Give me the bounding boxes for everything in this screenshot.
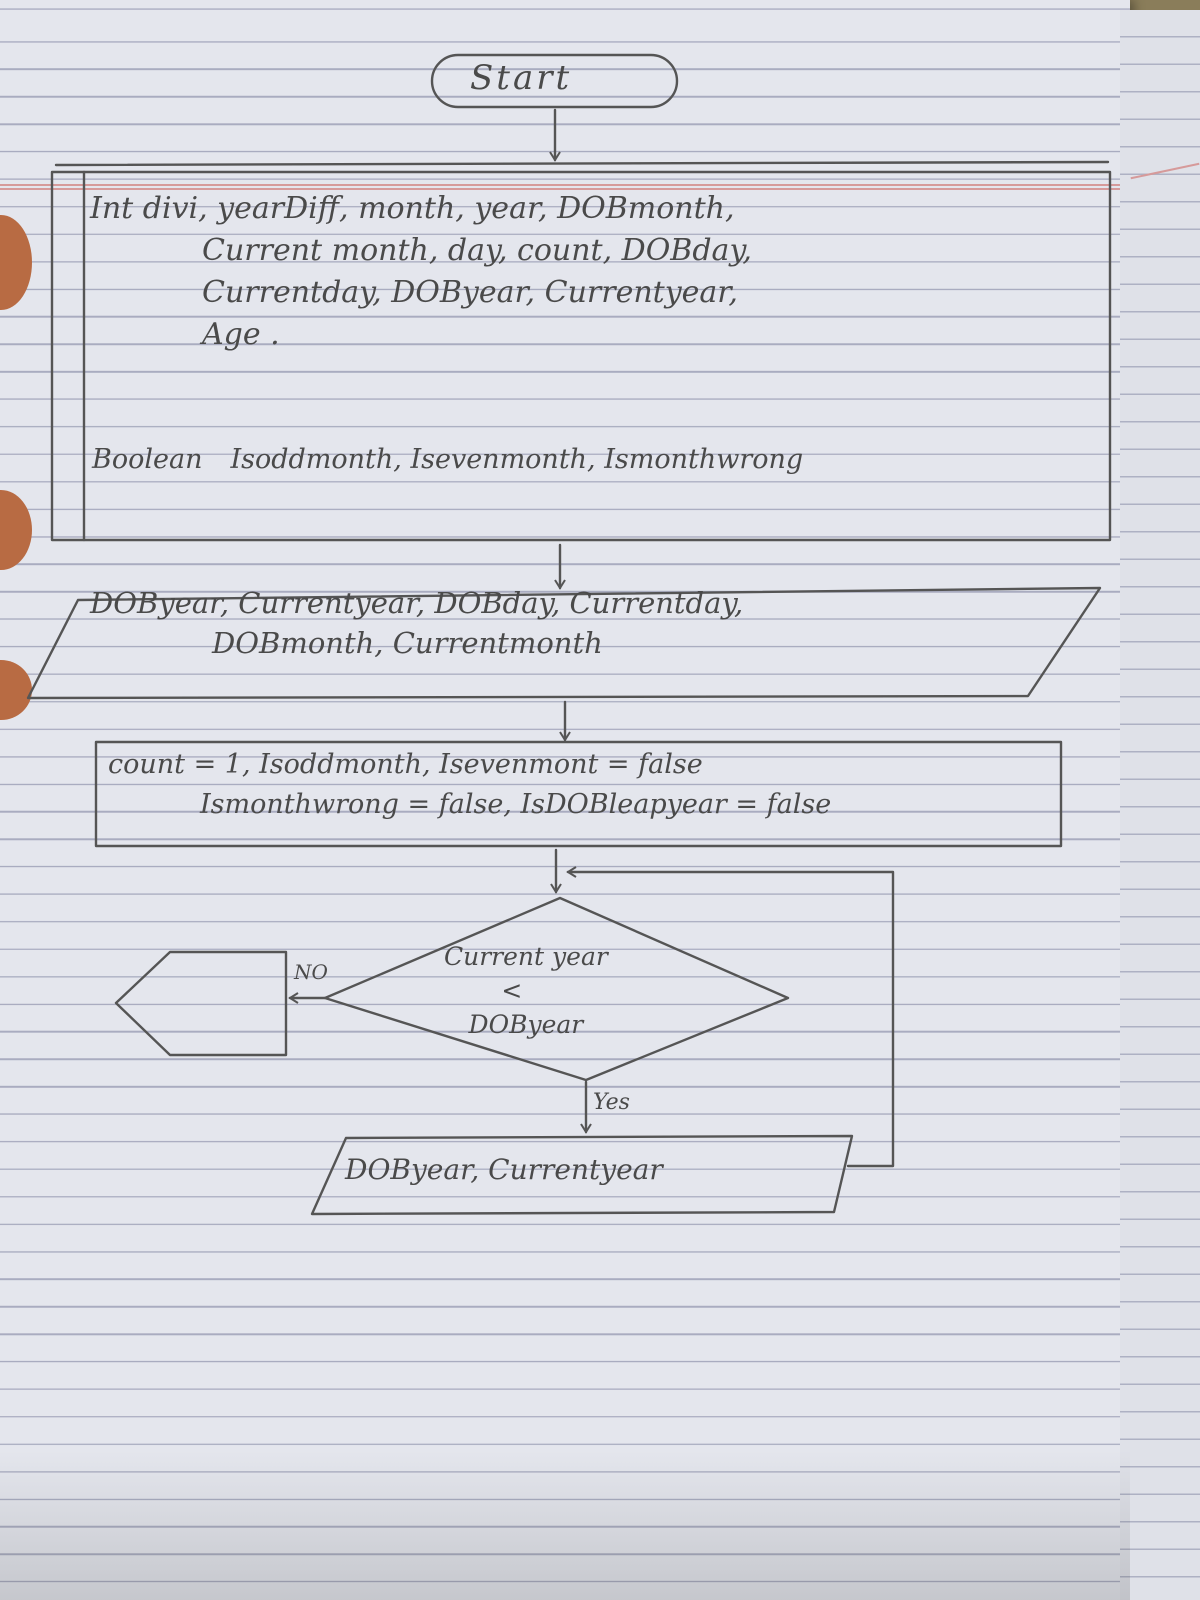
- boolean-keyword: Boolean: [92, 444, 203, 475]
- declaration-line: Currentday, DOByear, Currentyear,: [202, 275, 738, 310]
- decision-diamond: [323, 896, 790, 1082]
- output-parallelogram: [310, 1134, 854, 1216]
- declaration-line: Current month, day, count, DOBday,: [202, 233, 752, 268]
- declaration-block: [50, 170, 1112, 542]
- declaration-line: Age .: [202, 317, 280, 352]
- declaration-line: Int divi, yearDiff, month, year, DOBmont…: [90, 191, 735, 226]
- yes-label: Yes: [593, 1090, 630, 1115]
- loop-back-arrow: [566, 866, 895, 1168]
- start-terminator: [430, 53, 679, 109]
- condition-operand: DOByear: [468, 1010, 584, 1039]
- init-line: Ismonthwrong = false, IsDOBleapyear = fa…: [200, 789, 832, 820]
- page-shadow: [0, 1450, 1130, 1600]
- start-label: Start: [470, 58, 573, 98]
- declaration-boolean-text: Boolean Isoddmonth, Isevenmonth, Ismonthw…: [92, 444, 831, 475]
- init-text: count = 1, Isoddmonth, Isevenmont = fals…: [108, 745, 831, 825]
- input-line: DOBmonth, Currentmonth: [212, 626, 603, 660]
- condition-line-2: < DOByear: [444, 974, 608, 1042]
- output-text: DOByear, Currentyear: [345, 1153, 663, 1186]
- init-line: count = 1, Isoddmonth, Isevenmont = fals…: [108, 749, 703, 780]
- init-process-block: [94, 740, 1063, 848]
- declaration-block-outline: [54, 160, 1110, 167]
- input-parallelogram: [26, 586, 1102, 700]
- less-than-operator: <: [501, 976, 523, 1005]
- input-text: DOByear, Currentyear, DOBday, Currentday…: [90, 583, 743, 663]
- margin-line: [0, 188, 1130, 190]
- boolean-vars: Isoddmonth, Isevenmonth, Ismonthwrong: [230, 444, 804, 475]
- offpage-connector: [114, 950, 288, 1057]
- facing-page-edge: [1120, 10, 1200, 1600]
- decision-condition: Current year < DOByear: [444, 940, 608, 1042]
- condition-line: Current year: [444, 942, 608, 971]
- margin-line: [0, 184, 1130, 186]
- no-label: NO: [294, 960, 328, 984]
- notebook-page: [0, 0, 1130, 1600]
- declaration-int-text: Int divi, yearDiff, month, year, DOBmont…: [90, 188, 752, 356]
- input-line: DOByear, Currentyear, DOBday, Currentday…: [90, 586, 744, 620]
